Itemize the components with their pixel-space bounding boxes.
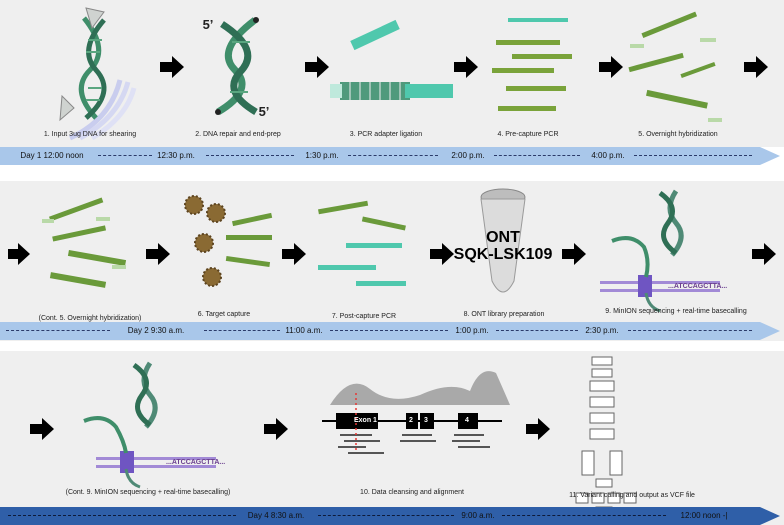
timeline-day-4: Day 4 8:30 a.m. 9:00 a.m. 12:00 noon -| (0, 507, 784, 525)
timeline-dash (494, 155, 580, 156)
step-caption: 2. DNA repair and end-prep (195, 131, 281, 138)
timeline-tick: 11:00 a.m. (285, 326, 322, 335)
timeline-dash (98, 155, 152, 156)
timeline-tick: 1:00 p.m. (455, 326, 488, 335)
timeline-dash (6, 330, 110, 331)
timeline-day-2: Day 2 9:30 a.m. 11:00 a.m. 1:00 p.m. 2:3… (0, 322, 784, 340)
arrow-icon (8, 243, 30, 265)
step-caption: 6. Target capture (198, 311, 250, 318)
timeline-dash (634, 155, 752, 156)
pcr-fragments-illustration (492, 18, 572, 111)
alignment-illustration (322, 371, 510, 453)
timeline-tick: 12:00 noon -| (680, 511, 727, 520)
dna-shearing-illustration (60, 8, 134, 138)
target-capture-illustration (185, 196, 272, 286)
timeline-dash (348, 155, 438, 156)
exon-label: 4 (465, 417, 469, 424)
exon-label: 3 (424, 417, 428, 424)
arrow-icon (264, 418, 288, 440)
timeline-dash (8, 515, 236, 516)
five-prime-label: 5’ (203, 17, 214, 32)
timeline-dash (496, 330, 578, 331)
timeline-tick: 2:30 p.m. (585, 326, 618, 335)
timeline-dash (628, 330, 752, 331)
step-caption: 11. Variant calling and output as VCF fi… (569, 492, 695, 499)
timeline-dash (502, 515, 666, 516)
arrow-icon (305, 56, 329, 78)
timeline-tick: 9:00 a.m. (461, 511, 494, 520)
dna-repair-illustration (215, 17, 259, 115)
step-caption: 3. PCR adapter ligation (350, 131, 422, 138)
timeline-day-1: Day 1 12:00 noon 12:30 p.m. 1:30 p.m. 2:… (0, 147, 784, 165)
arrow-icon (146, 243, 170, 265)
ont-kit-label: ONT SQK-LSK109 (454, 229, 553, 263)
adapter-ligation-illustration (330, 20, 453, 100)
step-caption: 4. Pre-capture PCR (497, 131, 558, 138)
five-prime-label: 5’ (259, 104, 270, 119)
step-caption: (Cont. 9. MinION sequencing + real-time … (66, 489, 231, 496)
arrow-icon (526, 418, 550, 440)
row-1-artwork (0, 0, 784, 147)
timeline-tick: 4:00 p.m. (591, 151, 624, 160)
timeline-day-label: Day 4 8:30 a.m. (248, 511, 304, 520)
timeline-tick: 2:00 p.m. (451, 151, 484, 160)
arrow-icon (744, 56, 768, 78)
timeline-day-label: Day 1 12:00 noon (20, 151, 83, 160)
row-3-panel: Exon 1 2 3 4 ...ATCCAGCTTA... (Cont. 9. … (0, 351, 784, 525)
ont-kit-line-1: ONT (454, 229, 553, 246)
step-caption: 7. Post-capture PCR (332, 313, 396, 320)
arrow-icon (599, 56, 623, 78)
timeline-dash (318, 515, 454, 516)
arrow-icon (430, 243, 454, 265)
minion-sequencing-illustration (600, 191, 720, 311)
step-caption: 5. Overnight hybridization (638, 131, 717, 138)
timeline-dash (330, 330, 448, 331)
sequence-readout: ...ATCCAGCTTA... (166, 459, 225, 466)
step-caption: 8. ONT library preparation (464, 311, 545, 318)
exon-label: 2 (409, 417, 413, 424)
step-caption: (Cont. 5. Overnight hybridization) (39, 315, 142, 322)
arrow-icon (160, 56, 184, 78)
post-capture-pcr-illustration (318, 201, 406, 286)
ont-kit-line-2: SQK-LSK109 (454, 246, 553, 263)
row-1-panel: 5’ 5’ 1. Input 3ug DNA for shearing 2. D… (0, 0, 784, 147)
hybridization-illustration (42, 198, 126, 288)
timeline-day-label: Day 2 9:30 a.m. (128, 326, 184, 335)
timeline-tick: 1:30 p.m. (305, 151, 338, 160)
arrow-icon (752, 243, 776, 265)
arrow-icon (454, 56, 478, 78)
timeline-dash (204, 330, 280, 331)
hybridization-illustration (628, 12, 722, 122)
arrow-icon (562, 243, 586, 265)
step-caption: 9. MinION sequencing + real-time basecal… (605, 308, 746, 315)
arrow-icon (282, 243, 306, 265)
variant-calling-flowchart (576, 357, 636, 513)
timeline-tick: 12:30 p.m. (157, 151, 195, 160)
row-2-panel: ONT SQK-LSK109 ...ATCCAGCTTA... (Cont. 5… (0, 181, 784, 341)
arrow-icon (30, 418, 54, 440)
sequence-readout: ...ATCCAGCTTA... (668, 283, 727, 290)
timeline-dash (206, 155, 294, 156)
exon-label: Exon 1 (354, 417, 377, 424)
minion-sequencing-illustration (84, 363, 216, 487)
step-caption: 10. Data cleansing and alignment (360, 489, 464, 496)
step-caption: 1. Input 3ug DNA for shearing (44, 131, 136, 138)
